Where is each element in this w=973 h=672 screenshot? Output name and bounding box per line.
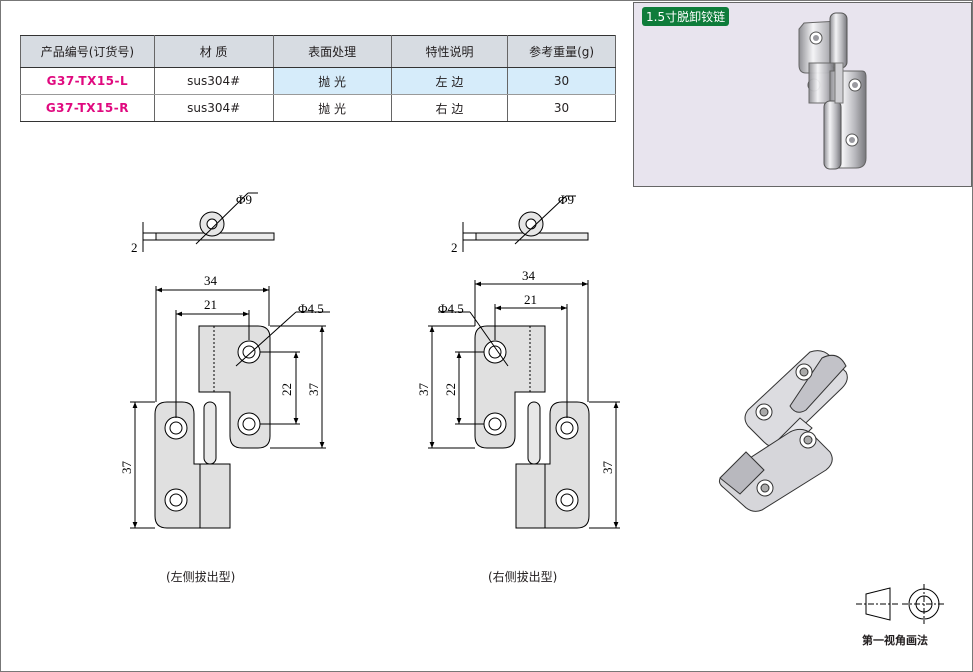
right-height-37-left-label: 37 xyxy=(416,383,431,397)
hinge-photo xyxy=(798,12,867,170)
cell-weight: 30 xyxy=(507,67,616,95)
right-hole-dia-label: Φ4.5 xyxy=(438,301,464,316)
cell-finish: 抛 光 xyxy=(272,67,392,95)
cell-feature: 右 边 xyxy=(390,94,509,122)
right-height-22-label: 22 xyxy=(443,383,458,396)
left-height-37-left-label: 37 xyxy=(119,461,134,475)
right-width-34-label: 34 xyxy=(522,268,536,283)
table-row: G37-TX15-R sus304# 抛 光 右 边 30 xyxy=(20,94,616,122)
right-drawing-caption: (右侧拔出型) xyxy=(488,570,558,584)
left-dia-top-label: Φ9 xyxy=(236,192,252,207)
left-thickness-label: 2 xyxy=(131,240,138,255)
cell-material: sus304# xyxy=(153,94,274,122)
left-width-34-label: 34 xyxy=(204,273,218,288)
cell-finish: 抛 光 xyxy=(272,94,392,122)
projection-legend-label: 第一视角画法 xyxy=(862,634,928,647)
left-width-21-label: 21 xyxy=(204,297,217,312)
col-header-code: 产品编号(订货号) xyxy=(20,35,155,68)
cell-material: sus304# xyxy=(153,67,274,95)
col-header-feature: 特性说明 xyxy=(390,35,509,68)
left-drawing-caption: (左侧拔出型) xyxy=(166,570,236,584)
cell-feature: 左 边 xyxy=(390,67,509,95)
right-height-37-right-label: 37 xyxy=(600,461,615,475)
col-header-weight: 参考重量(g) xyxy=(507,35,616,68)
left-height-37-right-label: 37 xyxy=(306,383,321,397)
isometric-hinge-render xyxy=(718,350,848,512)
cell-weight: 30 xyxy=(507,94,616,122)
left-hole-dia-label: Φ4.5 xyxy=(298,301,324,316)
product-photo-panel: 1.5寸脱卸铰链 xyxy=(633,2,972,187)
right-thickness-label: 2 xyxy=(451,240,458,255)
cell-code: G37-TX15-R xyxy=(20,94,155,122)
table-row: G37-TX15-L sus304# 抛 光 左 边 30 xyxy=(20,67,616,95)
left-hinge-drawing xyxy=(130,192,330,529)
right-width-21-label: 21 xyxy=(524,292,537,307)
left-height-22-label: 22 xyxy=(279,383,294,396)
right-hinge-drawing xyxy=(428,195,620,529)
spec-table: 产品编号(订货号) 材 质 表面处理 特性说明 参考重量(g) G37-TX15… xyxy=(20,35,616,122)
first-angle-projection-symbol xyxy=(856,584,946,624)
table-header-row: 产品编号(订货号) 材 质 表面处理 特性说明 参考重量(g) xyxy=(20,35,616,68)
cell-code: G37-TX15-L xyxy=(20,67,155,95)
product-photo-tag: 1.5寸脱卸铰链 xyxy=(642,7,730,26)
right-dia-top-label: Φ9 xyxy=(558,192,574,207)
